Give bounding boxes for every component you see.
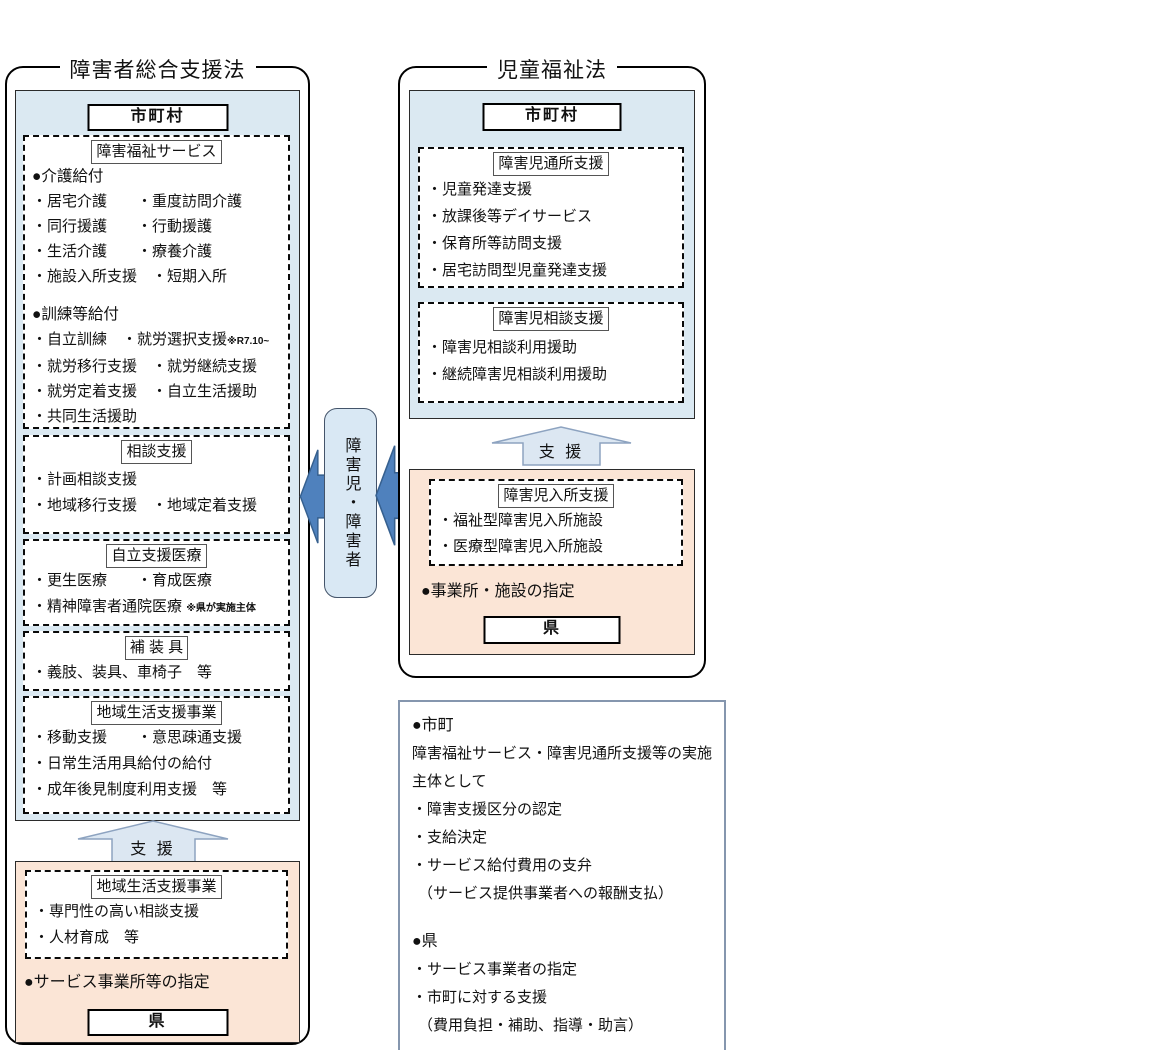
person-box: 障害児・障害者 [324, 408, 377, 598]
notes-line: ・サービス給付費用の支弁 [412, 857, 593, 874]
designation-text-left: ●サービス事業所等の指定 [24, 974, 210, 991]
panel-sougou-shien-law: 障害者総合支援法 市町村 障害福祉サービス ●介護給付 ・居宅介護 ・重度訪問介… [5, 54, 310, 1045]
notes-city-intro: 障害福祉サービス・障害児通所支援等の実施主体として [412, 745, 713, 790]
notes-pref-header: ●県 [412, 933, 438, 950]
list-item: ・放課後等デイサービス [427, 208, 593, 225]
list-item: ・日常生活用具給付の給付 [32, 755, 213, 772]
panel-title-sougou-shien: 障害者総合支援法 [59, 54, 256, 84]
footnote-pref: ※県が実施主体 [186, 603, 256, 614]
kunren-header: ●訓練等給付 [32, 306, 119, 323]
prefecture-box-left: 県 [87, 1009, 228, 1036]
list-item: ・専門性の高い相談支援 [34, 903, 200, 920]
list-item: ・医療型障害児入所施設 [438, 538, 604, 555]
consultation-support-box: 相談支援 ・計画相談支援 ・地域移行支援 ・地域定着支援 [23, 435, 290, 534]
child-consultation-header: 障害児相談支援 [420, 307, 682, 331]
list-item: ・計画相談支援 [32, 471, 138, 488]
support-arrow-right: 支 援 [488, 425, 635, 467]
list-item: ・成年後見制度利用支援 等 [32, 781, 228, 798]
prosthetics-header: 補 装 具 [25, 636, 288, 660]
child-consultation-box: 障害児相談支援 ・障害児相談利用援助 ・継続障害児相談利用援助 [418, 302, 684, 403]
community-life-support-header: 地域生活支援事業 [25, 701, 288, 725]
notes-line: （費用負担・補助、指導・助言） [418, 1017, 644, 1034]
list-item: ・保育所等訪問支援 [427, 235, 563, 252]
prefecture-box-right: 県 [483, 616, 621, 644]
notes-line: （サービス提供事業者への報酬支払） [418, 885, 674, 902]
prefecture-area-left: 地域生活支援事業 ・専門性の高い相談支援 ・人材育成 等 ●サービス事業所等の指… [15, 861, 300, 1043]
list-item: ・施設入所支援 ・短期入所 [32, 268, 228, 285]
medical-support-box: 自立支援医療 ・更生医療 ・育成医療 ・精神障害者通院医療 ※県が実施主体 [23, 539, 290, 626]
community-life-support-box: 地域生活支援事業 ・移動支援 ・意思疎通支援 ・日常生活用具給付の給付 ・成年後… [23, 696, 290, 814]
notes-line: ・障害支援区分の認定 [412, 801, 563, 818]
list-item: ・福祉型障害児入所施設 [438, 512, 604, 529]
list-item: ・人材育成 等 [34, 929, 140, 946]
municipal-area-right: 市町村 障害児通所支援 ・児童発達支援 ・放課後等デイサービス ・保育所等訪問支… [409, 90, 695, 419]
list-item: ・居宅介護 ・重度訪問介護 [32, 193, 243, 210]
support-arrow-label: 支 援 [130, 841, 176, 858]
notes-line: ・支給決定 [412, 829, 488, 846]
panel-title-child-welfare: 児童福祉法 [487, 54, 617, 84]
footnote-r7: ※R7.10~ [227, 336, 270, 347]
day-service-header: 障害児通所支援 [420, 152, 682, 176]
residential-support-header: 障害児入所支援 [431, 484, 681, 508]
up-arrow-icon [491, 426, 632, 466]
list-item: ・地域移行支援 ・地域定着支援 [32, 497, 258, 514]
list-item: ・更生医療 ・育成医療 [32, 572, 213, 589]
list-item: ・居宅訪問型児童発達支援 [427, 262, 608, 279]
support-arrow-left: 支 援 [74, 819, 232, 865]
notes-city-header: ●市町 [412, 717, 454, 734]
list-item: ・生活介護 ・療養介護 [32, 243, 213, 260]
municipal-area-left: 市町村 障害福祉サービス ●介護給付 ・居宅介護 ・重度訪問介護 ・同行援護 ・… [15, 90, 300, 821]
municipality-box-right: 市町村 [482, 103, 622, 131]
up-arrow-icon [77, 820, 229, 864]
panel-child-welfare-law: 児童福祉法 市町村 障害児通所支援 ・児童発達支援 ・放課後等デイサービス ・保… [398, 54, 706, 678]
list-item: ・精神障害者通院医療 ※県が実施主体 [32, 598, 256, 615]
list-item: ・継続障害児相談利用援助 [427, 366, 608, 383]
consultation-support-header: 相談支援 [25, 440, 288, 464]
notes-line: ・サービス事業者の指定 [412, 961, 578, 978]
community-life-support-pref-header: 地域生活支援事業 [27, 875, 286, 899]
list-item: ・共同生活援助 [32, 408, 138, 425]
list-item: ・障害児相談利用援助 [427, 339, 578, 356]
community-life-support-pref-box: 地域生活支援事業 ・専門性の高い相談支援 ・人材育成 等 [25, 870, 288, 959]
designation-text-right: ●事業所・施設の指定 [421, 583, 575, 600]
medical-support-header: 自立支援医療 [25, 544, 288, 568]
service-box-header: 障害福祉サービス [25, 140, 288, 164]
service-box: 障害福祉サービス ●介護給付 ・居宅介護 ・重度訪問介護 ・同行援護 ・行動援護… [23, 135, 290, 429]
list-item: ・児童発達支援 [427, 181, 533, 198]
list-item: ・移動支援 ・意思疎通支援 [32, 729, 243, 746]
list-item: ・自立訓練 ・就労選択支援※R7.10~ [32, 331, 270, 348]
residential-support-box: 障害児入所支援 ・福祉型障害児入所施設 ・医療型障害児入所施設 [429, 479, 683, 566]
notes-line: ・市町に対する支援 [412, 989, 548, 1006]
municipality-box-left: 市町村 [87, 104, 228, 131]
list-item: ・就労移行支援 ・就労継続支援 [32, 358, 258, 375]
kaigo-header: ●介護給付 [32, 168, 104, 185]
person-box-label: 障害児・障害者 [342, 436, 360, 570]
prefecture-area-right: 障害児入所支援 ・福祉型障害児入所施設 ・医療型障害児入所施設 ●事業所・施設の… [409, 469, 695, 655]
prosthetics-box: 補 装 具 ・義肢、装具、車椅子 等 [23, 631, 290, 691]
support-arrow-label: 支 援 [538, 444, 585, 461]
flow-arrow-left-icon [299, 446, 327, 552]
list-item: ・義肢、装具、車椅子 等 [32, 664, 213, 681]
list-item: ・就労定着支援 ・自立生活援助 [32, 383, 258, 400]
list-item: ・同行援護 ・行動援護 [32, 218, 213, 235]
day-service-box: 障害児通所支援 ・児童発達支援 ・放課後等デイサービス ・保育所等訪問支援 ・居… [418, 147, 684, 288]
notes-box: ●市町 障害福祉サービス・障害児通所支援等の実施主体として ・障害支援区分の認定… [398, 700, 726, 1050]
